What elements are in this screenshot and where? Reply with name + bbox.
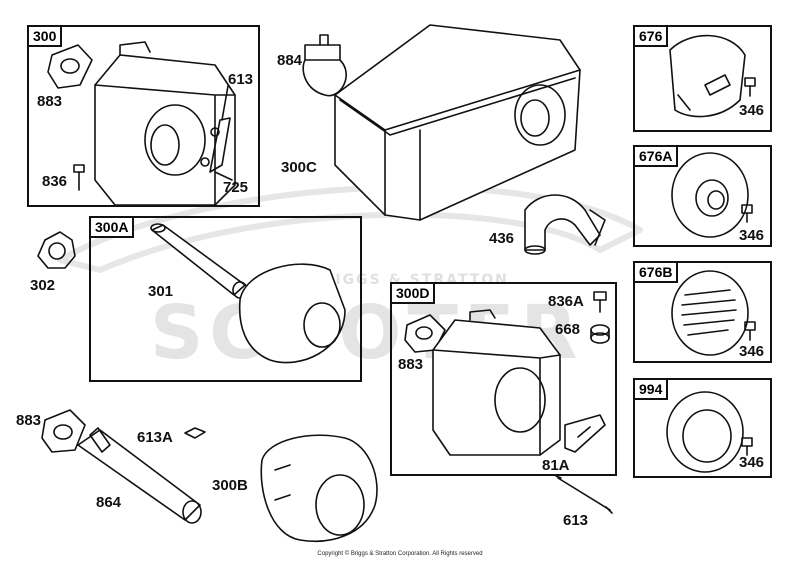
gasket-883-drawing [47,44,93,89]
box-676-tag: 676 [633,25,669,47]
guard-994-drawing [666,391,744,473]
clamp-884-drawing [302,34,347,97]
box-676a: 676A [633,145,772,247]
copyright-text: Copyright © Briggs & Stratton Corporatio… [317,551,483,557]
label-884: 884 [277,52,303,69]
label-883-bottom: 883 [16,412,42,429]
box-676: 676 [633,25,772,132]
spacer-668-drawing [590,324,610,344]
pin-613-drawing [555,475,613,514]
box-676a-tag: 676A [633,145,679,167]
label-302: 302 [30,277,56,294]
elbow-436-drawing [524,194,606,255]
screw-836-drawing [73,164,85,191]
guard-676a-drawing [671,152,749,238]
box-676b: 676B [633,261,772,363]
screw-613a-drawing [184,427,206,439]
label-836: 836 [42,173,68,190]
muffler-300a-drawing [238,263,346,364]
label-81a: 81A [542,457,570,474]
screw-346-a-drawing [744,77,756,97]
box-300d-tag: 300D [390,282,436,304]
box-676b-tag: 676B [633,261,679,283]
deflector-81a-drawing [564,414,606,453]
pipe-864-drawing [77,427,202,524]
label-836a: 836A [548,293,584,310]
label-346-676b: 346 [739,343,765,360]
muffler-300d-drawing [432,309,561,456]
label-668: 668 [555,321,581,338]
label-301: 301 [148,283,174,300]
label-436: 436 [489,230,515,247]
label-864: 864 [96,494,122,511]
muffler-300c-drawing [334,24,581,221]
label-725: 725 [223,179,249,196]
leader-613 [221,85,229,121]
label-300b: 300B [212,477,248,494]
label-346-676a: 346 [739,227,765,244]
watermark-subtext: BRIGGS & STRATTON [310,272,509,288]
watermark-swoosh [57,184,643,273]
guard-676-drawing [669,34,746,118]
gasket-883-bottom-drawing [41,409,86,453]
leader-725 [214,171,233,181]
screw-346-d-drawing [741,437,753,456]
nut-302-drawing [37,231,76,269]
label-300c: 300C [281,159,317,176]
box-300: 300 [27,25,260,207]
box-300a-tag: 300A [89,216,135,238]
screw-346-b-drawing [741,204,753,223]
muffler-300b-drawing [260,434,378,542]
label-883-300d: 883 [398,356,424,373]
label-613: 613 [228,71,254,88]
label-613-300d: 613 [563,512,589,529]
label-346-994: 346 [739,454,765,471]
box-994: 994 [633,378,772,478]
screw-836a-drawing [593,291,607,313]
guard-676b-drawing [671,270,749,356]
label-883: 883 [37,93,63,110]
label-613a: 613A [137,429,173,446]
box-300a: 300A [89,216,362,382]
box-994-tag: 994 [633,378,669,400]
box-300d: 300D [390,282,617,476]
muffler-300-drawing [94,41,236,206]
screw-346-c-drawing [744,321,756,341]
box-300-tag: 300 [27,25,63,47]
label-346-676: 346 [739,102,765,119]
